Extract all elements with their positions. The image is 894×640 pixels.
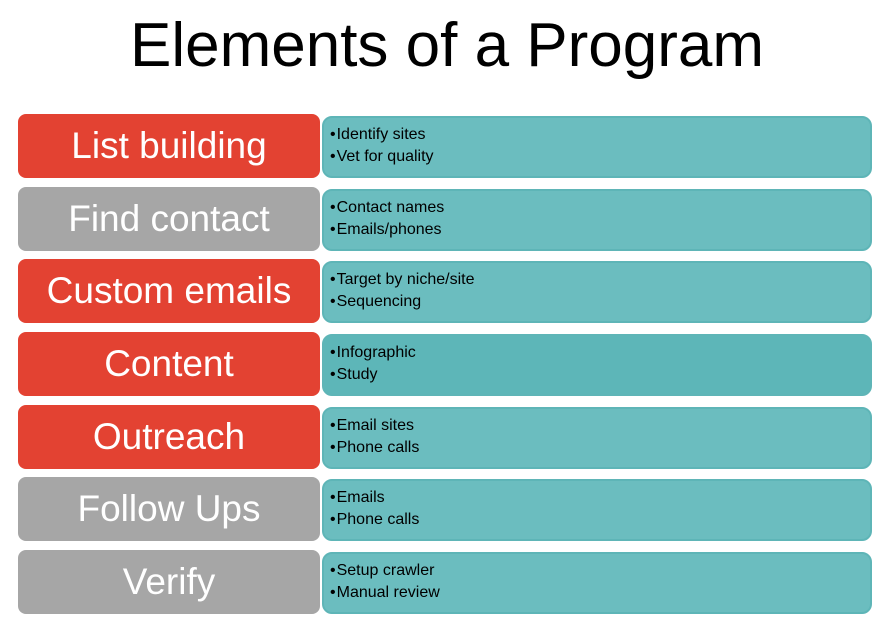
row-label: Content — [18, 332, 320, 397]
row-label: Outreach — [18, 404, 320, 469]
row-list-building: List building Identify sites Vet for qua… — [18, 114, 872, 178]
row-custom-emails: Custom emails Target by niche/site Seque… — [18, 259, 872, 324]
row-detail-box: Email sites Phone calls — [322, 406, 872, 469]
row-label: List building — [18, 114, 320, 178]
bullet-list: Target by niche/site Sequencing — [324, 263, 870, 313]
row-label: Custom emails — [18, 259, 320, 324]
bullet-item: Contact names — [330, 197, 870, 219]
row-detail-box: Target by niche/site Sequencing — [322, 261, 872, 324]
row-content: Content Infographic Study — [18, 332, 872, 397]
row-detail-box: Contact names Emails/phones — [322, 188, 872, 251]
bullet-item: Sequencing — [330, 291, 870, 313]
row-detail-box: Emails Phone calls — [322, 479, 872, 542]
bullet-list: Setup crawler Manual review — [324, 554, 870, 604]
row-verify: Verify Setup crawler Manual review — [18, 550, 872, 615]
row-label: Follow Ups — [18, 477, 320, 542]
bullet-item: Emails/phones — [330, 219, 870, 241]
bullet-item: Target by niche/site — [330, 269, 870, 291]
bullet-list: Emails Phone calls — [324, 481, 870, 531]
row-outreach: Outreach Email sites Phone calls — [18, 404, 872, 469]
row-find-contact: Find contact Contact names Emails/phones — [18, 186, 872, 251]
page-title: Elements of a Program — [129, 11, 765, 80]
bullet-item: Vet for quality — [330, 146, 870, 168]
bullet-item: Phone calls — [330, 437, 870, 459]
row-label: Verify — [18, 550, 320, 615]
bullet-list: Email sites Phone calls — [324, 409, 870, 459]
program-elements-list: List building Identify sites Vet for qua… — [18, 114, 872, 623]
row-label: Find contact — [18, 186, 320, 251]
row-follow-ups: Follow Ups Emails Phone calls — [18, 477, 872, 542]
row-detail-box: Identify sites Vet for quality — [322, 116, 872, 178]
bullet-item: Identify sites — [330, 124, 870, 146]
bullet-item: Infographic — [330, 342, 870, 364]
bullet-list: Identify sites Vet for quality — [324, 118, 870, 168]
row-detail-box: Infographic Study — [322, 334, 872, 397]
bullet-item: Emails — [330, 487, 870, 509]
bullet-list: Infographic Study — [324, 336, 870, 386]
bullet-item: Setup crawler — [330, 560, 870, 582]
bullet-item: Manual review — [330, 582, 870, 604]
bullet-item: Email sites — [330, 415, 870, 437]
bullet-item: Phone calls — [330, 509, 870, 531]
bullet-list: Contact names Emails/phones — [324, 191, 870, 241]
row-detail-box: Setup crawler Manual review — [322, 552, 872, 615]
bullet-item: Study — [330, 364, 870, 386]
